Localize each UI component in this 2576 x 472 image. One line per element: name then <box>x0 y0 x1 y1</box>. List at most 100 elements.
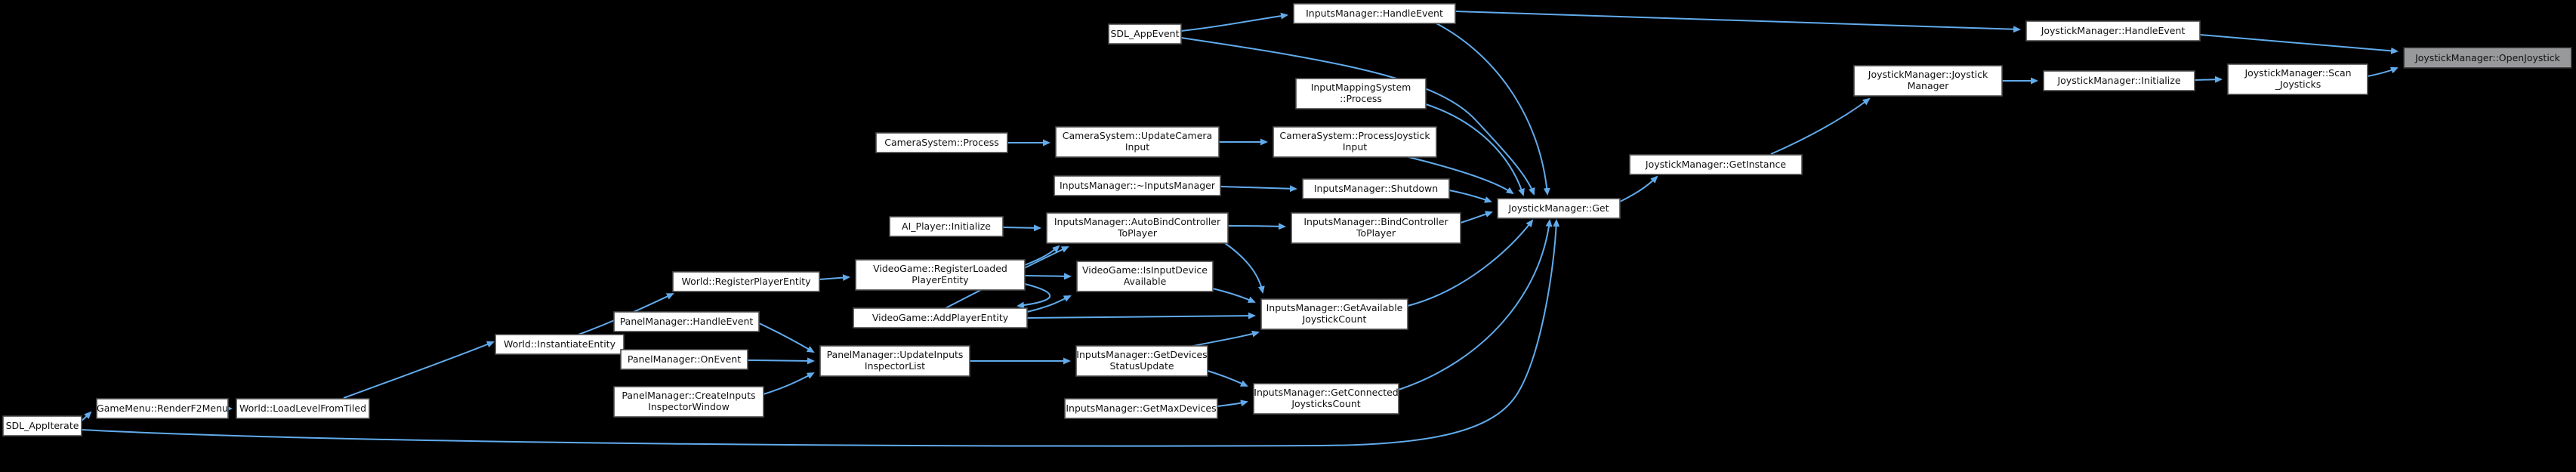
node-gamemenu-renderf2menu[interactable]: GameMenu::RenderF2Menu <box>96 398 229 419</box>
svg-text:InputsManager::BindController: InputsManager::BindController <box>1303 216 1448 227</box>
node-videogame-addplayerentity[interactable]: VideoGame::AddPlayerEntity <box>853 307 1028 329</box>
svg-text:Available: Available <box>1124 276 1167 287</box>
node-panelmanager-onevent[interactable]: PanelManager::OnEvent <box>620 349 748 370</box>
edge-vg_register_loaded-im_auto_bind <box>1024 245 1060 266</box>
node-panelmanager-updateinputsinspectorlist[interactable]: PanelManager::UpdateInputs InspectorList <box>819 345 970 377</box>
svg-text:VideoGame::AddPlayerEntity: VideoGame::AddPlayerEntity <box>872 312 1009 323</box>
node-joystickmanager-joystickmanager[interactable]: JoystickManager::Joystick Manager <box>1853 65 2003 97</box>
edge-im_get_max_devices-im_get_connected_joysticks <box>1217 400 1248 407</box>
edge-im_shutdown-jm_get <box>1448 190 1492 203</box>
svg-text:PanelManager::OnEvent: PanelManager::OnEvent <box>628 353 741 365</box>
node-inputsmanager-bindcontrollertoplayer[interactable]: InputsManager::BindController ToPlayer <box>1291 212 1461 244</box>
node-panelmanager-handleevent[interactable]: PanelManager::HandleEvent <box>613 311 760 332</box>
node-camerasystem-processjoystickinput[interactable]: CameraSystem::ProcessJoystick Input <box>1273 126 1437 158</box>
edge-ai_initialize-im_auto_bind <box>1002 224 1041 232</box>
edge-im_dtor-im_shutdown <box>1220 185 1297 193</box>
node-inputsmanager-shutdown[interactable]: InputsManager::Shutdown <box>1302 178 1450 199</box>
node-inputsmanager-getavailablejoystickcount[interactable]: InputsManager::GetAvailable JoystickCoun… <box>1260 298 1408 330</box>
node-sdl-appiterate[interactable]: SDL_AppIterate <box>2 415 82 437</box>
edge-im_bind_controller-jm_get <box>1460 211 1493 224</box>
node-videogame-registerloadedplayerentity[interactable]: VideoGame::RegisterLoaded PlayerEntity <box>855 259 1026 291</box>
node-joystickmanager-handleevent[interactable]: JoystickManager::HandleEvent <box>2025 20 2201 42</box>
node-joystickmanager-scan-joysticks[interactable]: JoystickManager::Scan _Joysticks <box>2227 63 2368 95</box>
svg-text:PanelManager::UpdateInputs: PanelManager::UpdateInputs <box>827 349 964 360</box>
edge-vg_add_player-vg_is_input_device_available <box>1026 295 1072 313</box>
svg-text:JoystickManager::GetInstance: JoystickManager::GetInstance <box>1645 159 1786 170</box>
svg-text:World::RegisterPlayerEntity: World::RegisterPlayerEntity <box>681 276 811 287</box>
node-sdl-appevent[interactable]: SDL_AppEvent <box>1108 23 1182 45</box>
edge-pm_on_event-pm_update_inputs_list <box>747 357 815 365</box>
svg-text:Input: Input <box>1125 141 1149 153</box>
node-joystickmanager-initialize[interactable]: JoystickManager::Initialize <box>2043 70 2195 91</box>
edge-sdl_app_iterate-gm_render_f2 <box>81 411 92 421</box>
edge-im_get_available_joystick_count-jm_get <box>1407 219 1534 307</box>
svg-text:_Joysticks: _Joysticks <box>2275 79 2321 90</box>
svg-text:Manager: Manager <box>1908 80 1950 91</box>
node-inputsmanager-handleevent[interactable]: InputsManager::HandleEvent <box>1293 3 1456 24</box>
svg-text:JoystickManager::Initialize: JoystickManager::Initialize <box>2056 75 2180 86</box>
node-inputsmanager-getdevicesstatusupdate[interactable]: InputsManager::GetDevices StatusUpdate <box>1075 345 1208 377</box>
edge-im_auto_bind-im_bind_controller <box>1227 223 1286 230</box>
edge-ims_process-jm_get <box>1425 103 1525 196</box>
edge-pm_create_inputs_window-pm_update_inputs_list <box>763 372 815 395</box>
svg-text:SDL_AppEvent: SDL_AppEvent <box>1110 28 1179 39</box>
edge-jm_get_instance-jm_ctor <box>1770 97 1871 155</box>
node-inputsmanager-autobindcontrollertoplayer[interactable]: InputsManager::AutoBindController ToPlay… <box>1046 212 1229 244</box>
nodes-layer: SDL_AppEvent InputsManager::HandleEvent … <box>2 3 2572 437</box>
svg-text:ToPlayer: ToPlayer <box>1117 227 1158 239</box>
edge-im_get_connected_joysticks-jm_get <box>1398 219 1553 390</box>
svg-text:::Process: ::Process <box>1340 93 1382 104</box>
edge-jm_initialize-jm_scan_joysticks <box>2194 76 2223 83</box>
edge-world_load_level-world_instantiate <box>343 341 495 399</box>
node-world-registerplayerentity[interactable]: World::RegisterPlayerEntity <box>672 271 820 292</box>
svg-text:GameMenu::RenderF2Menu: GameMenu::RenderF2Menu <box>97 403 228 414</box>
node-joystickmanager-getinstance[interactable]: JoystickManager::GetInstance <box>1629 154 1803 175</box>
edge-sdl_app_event-im_handle_event <box>1180 12 1288 32</box>
edge-pm_handle_event-pm_update_inputs_list <box>758 322 815 353</box>
svg-text:InputsManager::GetAvailable: InputsManager::GetAvailable <box>1266 302 1403 313</box>
svg-text:CameraSystem::Process: CameraSystem::Process <box>884 137 999 148</box>
node-ai-player-initialize[interactable]: AI_Player::Initialize <box>889 216 1004 237</box>
svg-text:VideoGame::RegisterLoaded: VideoGame::RegisterLoaded <box>873 263 1007 274</box>
svg-text:ToPlayer: ToPlayer <box>1356 227 1396 239</box>
edge-cam_process_joystick_input-jm_get <box>1408 156 1514 195</box>
svg-text:JoystickManager::Joystick: JoystickManager::Joystick <box>1868 69 1988 80</box>
svg-text:PlayerEntity: PlayerEntity <box>912 274 969 285</box>
svg-text:InputsManager::Shutdown: InputsManager::Shutdown <box>1314 183 1438 194</box>
svg-text:InputsManager::GetConnected: InputsManager::GetConnected <box>1254 387 1398 398</box>
svg-text:AI_Player::Initialize: AI_Player::Initialize <box>902 221 991 232</box>
edge-sdl_app_event-jm_get <box>1180 37 1535 196</box>
node-inputmappingsystem-process[interactable]: InputMappingSystem ::Process <box>1295 78 1427 110</box>
svg-text:InputsManager::GetMaxDevices: InputsManager::GetMaxDevices <box>1066 403 1216 414</box>
node-videogame-isinputdeviceavailable[interactable]: VideoGame::IsInputDevice Available <box>1076 261 1214 292</box>
node-world-instantiateentity[interactable]: World::InstantiateEntity <box>495 334 625 355</box>
edge-sdl_app_iterate-jm_get <box>81 219 1560 447</box>
svg-text:JoystickManager::OpenJoystick: JoystickManager::OpenJoystick <box>2414 52 2561 63</box>
svg-text:InputsManager::AutoBindControl: InputsManager::AutoBindController <box>1054 216 1221 227</box>
edge-vg_is_input_device_available-im_get_available_joystick_count <box>1212 288 1256 303</box>
edge-jm_handle_event-jm_open_joystick <box>2199 34 2399 54</box>
svg-text:SDL_AppIterate: SDL_AppIterate <box>6 420 79 431</box>
node-camerasystem-process[interactable]: CameraSystem::Process <box>875 132 1008 153</box>
svg-text:InputMappingSystem: InputMappingSystem <box>1311 82 1411 93</box>
svg-text:PanelManager::HandleEvent: PanelManager::HandleEvent <box>620 316 754 327</box>
svg-text:InputsManager::GetDevices: InputsManager::GetDevices <box>1076 349 1207 360</box>
node-joystickmanager-get[interactable]: JoystickManager::Get <box>1497 198 1621 219</box>
node-world-loadlevelfromtiled[interactable]: World::LoadLevelFromTiled <box>236 398 370 419</box>
node-inputsmanager-getmaxdevices[interactable]: InputsManager::GetMaxDevices <box>1064 398 1218 419</box>
svg-text:CameraSystem::ProcessJoystick: CameraSystem::ProcessJoystick <box>1279 130 1430 141</box>
edge-im_get_devices_status-im_get_connected_joysticks <box>1207 370 1248 387</box>
node-inputsmanager-getconnectedjoystickscount[interactable]: InputsManager::GetConnected JoysticksCou… <box>1253 383 1399 415</box>
svg-text:World::InstantiateEntity: World::InstantiateEntity <box>504 338 616 350</box>
edge-world_register_player-vg_register_loaded <box>819 274 850 282</box>
edge-im_auto_bind-im_get_available_joystick_count <box>1224 242 1265 294</box>
svg-text:Input: Input <box>1343 141 1367 153</box>
edge-jm_scan_joysticks-jm_open_joystick <box>2367 66 2399 77</box>
node-joystickmanager-openjoystick[interactable]: JoystickManager::OpenJoystick <box>2403 47 2572 69</box>
node-camerasystem-updatecamerainput[interactable]: CameraSystem::UpdateCamera Input <box>1055 126 1220 158</box>
edge-jm_get-jm_get_instance <box>1619 175 1658 202</box>
node-panelmanager-createinputsinspectorwindow[interactable]: PanelManager::CreateInputs InspectorWind… <box>613 386 764 418</box>
svg-text:StatusUpdate: StatusUpdate <box>1109 360 1174 372</box>
node-inputsmanager-destructor[interactable]: InputsManager::~InputsManager <box>1054 175 1221 196</box>
